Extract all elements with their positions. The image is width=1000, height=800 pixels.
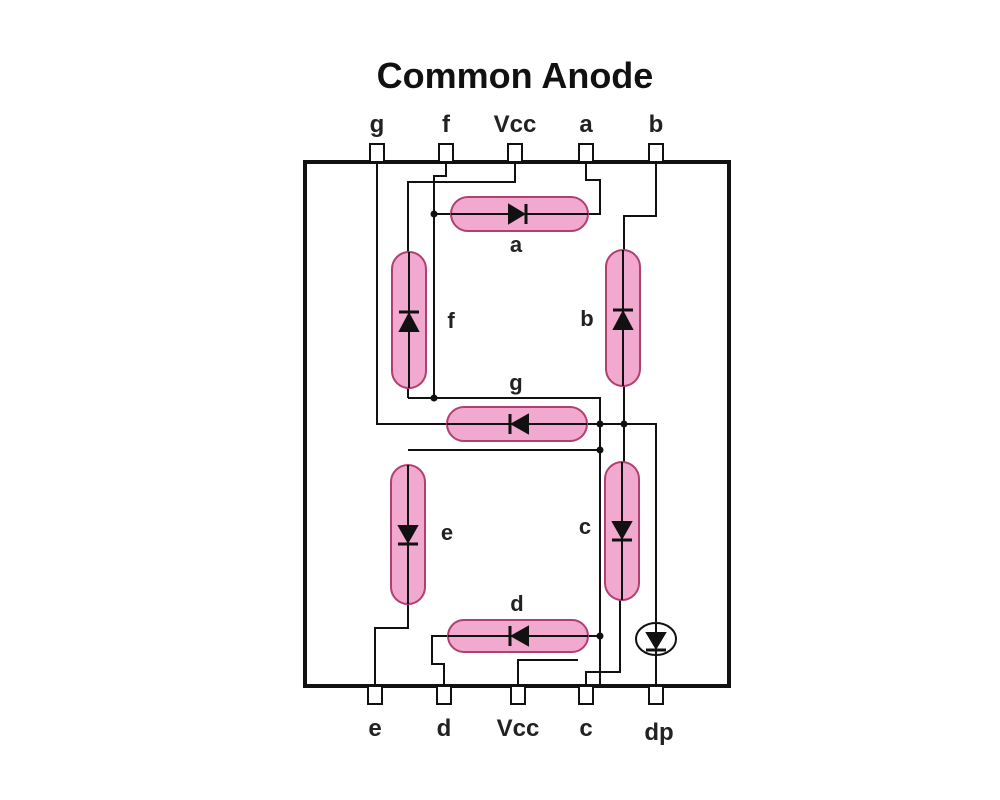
wire-vcc-bottom bbox=[517, 659, 578, 686]
segment-label-d: d bbox=[510, 591, 523, 616]
diode-icon bbox=[509, 413, 529, 435]
segment-label-a: a bbox=[510, 232, 523, 257]
segment-b bbox=[605, 249, 641, 387]
bottom-pin-label-c: c bbox=[579, 715, 592, 742]
diode-icon bbox=[397, 525, 419, 545]
bottom-pin-label-vcc: Vcc bbox=[497, 715, 540, 742]
top-pin-a bbox=[578, 143, 594, 163]
diode-icon bbox=[509, 625, 529, 647]
segment-label-c: c bbox=[579, 514, 591, 539]
bottom-pin-c bbox=[578, 685, 594, 705]
bottom-pin-dp bbox=[648, 685, 664, 705]
diagram-title: Common Anode bbox=[377, 55, 654, 96]
diode-icon bbox=[645, 632, 667, 650]
segment-g bbox=[446, 406, 588, 442]
wire-pin-e bbox=[374, 604, 409, 686]
top-pin-b bbox=[648, 143, 664, 163]
top-pin-label-f: f bbox=[442, 111, 451, 138]
wire-common-g bbox=[408, 397, 601, 686]
diode-icon bbox=[612, 309, 634, 330]
junction-node bbox=[430, 210, 438, 218]
bottom-pin-label-e: e bbox=[368, 715, 381, 742]
wire-right-bus bbox=[587, 423, 657, 622]
junction-node bbox=[596, 420, 604, 428]
bottom-pin-label-dp: dp bbox=[644, 719, 673, 746]
bottom-pin-e bbox=[367, 685, 383, 705]
bottom-pin-vcc bbox=[510, 685, 526, 705]
wire-pin-d bbox=[431, 635, 448, 686]
top-pin-label-b: b bbox=[649, 111, 664, 138]
segment-c bbox=[604, 461, 640, 601]
top-pin-g bbox=[369, 143, 385, 163]
top-pin-label-a: a bbox=[579, 111, 593, 138]
segment-label-f: f bbox=[447, 308, 455, 333]
wire-pin-g bbox=[376, 162, 447, 425]
top-pin-f bbox=[438, 143, 454, 163]
junction-node bbox=[596, 446, 604, 454]
wire-pin-c bbox=[585, 600, 621, 686]
segment-f bbox=[391, 251, 427, 389]
top-pin-label-vcc: Vcc bbox=[494, 111, 537, 138]
bottom-pin-d bbox=[436, 685, 452, 705]
segment-e bbox=[390, 464, 426, 605]
segment-label-g: g bbox=[509, 370, 522, 395]
junction-node bbox=[430, 394, 438, 402]
diode-icon bbox=[611, 521, 633, 541]
junction-node bbox=[620, 420, 628, 428]
segment-a bbox=[450, 196, 589, 232]
bottom-pin-label-d: d bbox=[437, 715, 452, 742]
wire-pin-f bbox=[433, 162, 447, 398]
segment-d bbox=[447, 619, 589, 653]
segment-label-e: e bbox=[441, 520, 453, 545]
top-pin-vcc bbox=[507, 143, 523, 163]
diode-icon bbox=[508, 203, 526, 225]
diode-icon bbox=[398, 311, 420, 332]
decimal-point-led bbox=[635, 622, 677, 656]
wire-pin-a bbox=[585, 162, 601, 215]
top-pin-label-g: g bbox=[370, 111, 385, 138]
segment-label-b: b bbox=[580, 306, 593, 331]
junction-node bbox=[596, 632, 604, 640]
